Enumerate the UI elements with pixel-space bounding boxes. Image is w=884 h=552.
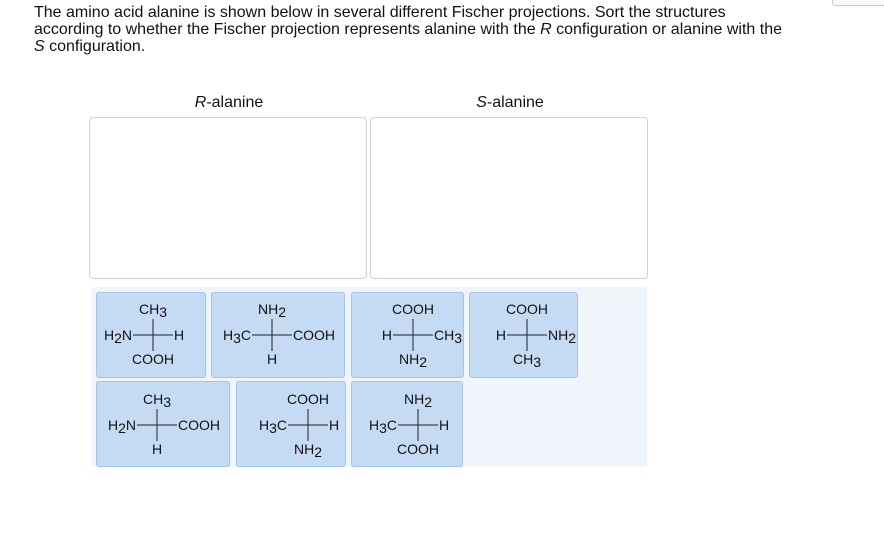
fischer-projection-tile[interactable]: COOH NH2 H3C H bbox=[236, 381, 346, 467]
group-bottom: NH2 bbox=[399, 351, 427, 370]
instructions-line-1: The amino acid alanine is shown below in… bbox=[34, 4, 726, 21]
group-top: NH2 bbox=[258, 301, 286, 320]
group-left: H3C bbox=[369, 417, 397, 436]
instructions-line-2: according to whether the Fischer project… bbox=[34, 21, 782, 38]
fischer-projection: COOH CH3 H NH2 bbox=[496, 301, 576, 370]
group-bottom: COOH bbox=[397, 441, 439, 457]
group-top: CH3 bbox=[143, 391, 171, 410]
group-right: NH2 bbox=[548, 327, 576, 346]
group-right: H bbox=[174, 327, 184, 343]
r-alanine-drop-zone[interactable] bbox=[89, 117, 367, 279]
group-right: COOH bbox=[178, 417, 220, 433]
group-left: H bbox=[496, 327, 506, 343]
group-left: H3C bbox=[259, 417, 287, 436]
group-top: CH3 bbox=[139, 301, 167, 320]
corner-button[interactable] bbox=[832, 0, 884, 6]
group-left: H2N bbox=[104, 327, 132, 346]
fischer-projection-tile[interactable]: COOH CH3 H NH2 bbox=[469, 292, 578, 378]
group-top: COOH bbox=[392, 301, 434, 317]
group-left: H2N bbox=[108, 417, 136, 436]
group-right: CH3 bbox=[434, 327, 462, 346]
group-bottom: NH2 bbox=[294, 441, 322, 460]
instructions: The amino acid alanine is shown below in… bbox=[34, 4, 864, 55]
instructions-line-3: S configuration. bbox=[34, 38, 146, 55]
s-alanine-drop-zone[interactable] bbox=[370, 117, 648, 279]
group-top: COOH bbox=[287, 391, 329, 407]
group-bottom: CH3 bbox=[513, 351, 541, 370]
group-right: COOH bbox=[293, 327, 335, 343]
group-bottom: H bbox=[152, 441, 162, 457]
group-bottom: H bbox=[267, 351, 277, 367]
group-bottom: COOH bbox=[132, 351, 174, 367]
r-alanine-label: R-alanine bbox=[194, 94, 264, 111]
s-alanine-label: S-alanine bbox=[476, 94, 544, 111]
group-right: H bbox=[439, 417, 449, 433]
group-top: COOH bbox=[506, 301, 548, 317]
fischer-projection-tile[interactable]: COOH NH2 H CH3 bbox=[351, 292, 464, 378]
fischer-projection: COOH NH2 H CH3 bbox=[382, 301, 462, 370]
group-left: H3C bbox=[223, 327, 251, 346]
fischer-projection: COOH NH2 H3C H bbox=[259, 391, 339, 460]
group-left: H bbox=[382, 327, 392, 343]
group-top: NH2 bbox=[404, 391, 432, 410]
group-right: H bbox=[329, 417, 339, 433]
